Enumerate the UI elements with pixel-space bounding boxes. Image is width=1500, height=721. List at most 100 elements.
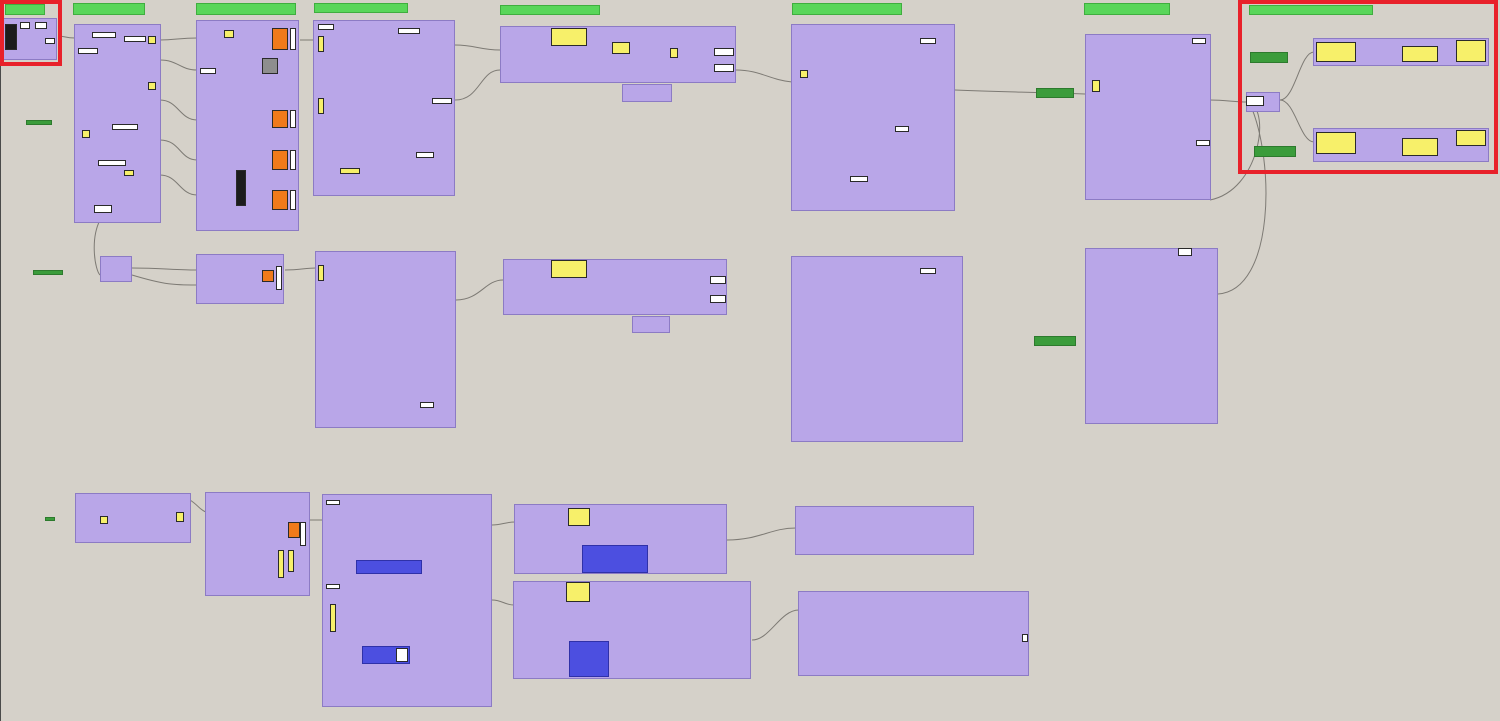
- slider-component[interactable]: [82, 130, 90, 138]
- group-title-bar[interactable]: [1249, 5, 1373, 15]
- slider-component[interactable]: [1092, 80, 1100, 92]
- custom-component[interactable]: [288, 522, 300, 538]
- cluster-component[interactable]: [582, 545, 648, 573]
- param-component[interactable]: [236, 170, 246, 206]
- slider-component[interactable]: [340, 168, 360, 174]
- panel-component[interactable]: [318, 24, 334, 30]
- panel-component[interactable]: [714, 48, 734, 56]
- output-panel[interactable]: [1456, 40, 1486, 62]
- component-group[interactable]: [75, 493, 191, 543]
- slider-component[interactable]: [551, 28, 587, 46]
- panel-component[interactable]: [300, 522, 306, 546]
- parameter-component[interactable]: [20, 22, 30, 29]
- custom-component[interactable]: [272, 110, 288, 128]
- component-group[interactable]: [205, 492, 310, 596]
- panel-component[interactable]: [398, 28, 420, 34]
- panel-component[interactable]: [432, 98, 452, 104]
- group-title-bar[interactable]: [5, 4, 45, 15]
- panel-component[interactable]: [94, 205, 112, 213]
- panel-component[interactable]: [112, 124, 138, 130]
- output-panel[interactable]: [1456, 130, 1486, 146]
- slider-component[interactable]: [566, 582, 590, 602]
- panel-component[interactable]: [78, 48, 98, 54]
- parameter-component[interactable]: [5, 24, 17, 50]
- panel-component[interactable]: [124, 36, 146, 42]
- slider-component[interactable]: [278, 550, 284, 578]
- component-group[interactable]: [513, 581, 751, 679]
- component-group[interactable]: [622, 84, 672, 102]
- slider-component[interactable]: [568, 508, 590, 526]
- slider-component[interactable]: [288, 550, 294, 572]
- group-title-bar[interactable]: [1084, 3, 1170, 15]
- parameter-component[interactable]: [35, 22, 47, 29]
- panel-component[interactable]: [276, 266, 282, 290]
- group-title-bar[interactable]: [314, 3, 408, 13]
- component-group[interactable]: [514, 504, 727, 574]
- component-group[interactable]: [315, 251, 456, 428]
- panel-component[interactable]: [1192, 38, 1206, 44]
- slider-component[interactable]: [224, 30, 234, 38]
- component-group[interactable]: [1085, 34, 1211, 200]
- panel-component[interactable]: [850, 176, 868, 182]
- component-group[interactable]: [798, 591, 1029, 676]
- group-title-bar[interactable]: [196, 3, 296, 15]
- slider-component[interactable]: [148, 36, 156, 44]
- panel-component[interactable]: [98, 160, 126, 166]
- component-group[interactable]: [795, 506, 974, 555]
- panel-component[interactable]: [1196, 140, 1210, 146]
- output-panel[interactable]: [1316, 132, 1356, 154]
- panel-component[interactable]: [714, 64, 734, 72]
- panel-component[interactable]: [710, 295, 726, 303]
- custom-component[interactable]: [262, 270, 274, 282]
- canvas-label[interactable]: [26, 120, 52, 125]
- component-group[interactable]: [100, 256, 132, 282]
- param-component[interactable]: [262, 58, 278, 74]
- panel-component[interactable]: [290, 28, 296, 50]
- canvas-label[interactable]: [1250, 52, 1288, 63]
- merge-component[interactable]: [1246, 96, 1264, 106]
- panel-component[interactable]: [420, 402, 434, 408]
- slider-component[interactable]: [176, 512, 184, 522]
- panel-component[interactable]: [895, 126, 909, 132]
- output-panel[interactable]: [1402, 46, 1438, 62]
- panel-component[interactable]: [200, 68, 216, 74]
- component-group[interactable]: [322, 494, 492, 707]
- panel-component[interactable]: [92, 32, 116, 38]
- output-panel[interactable]: [1316, 42, 1356, 62]
- panel-component[interactable]: [920, 268, 936, 274]
- group-title-bar[interactable]: [73, 3, 145, 15]
- component-group[interactable]: [632, 316, 670, 333]
- component-group[interactable]: [791, 256, 963, 442]
- panel-component[interactable]: [1022, 634, 1028, 642]
- custom-component[interactable]: [272, 28, 288, 50]
- slider-component[interactable]: [124, 170, 134, 176]
- panel-component[interactable]: [290, 150, 296, 170]
- slider-component[interactable]: [670, 48, 678, 58]
- custom-component[interactable]: [272, 150, 288, 170]
- slider-component[interactable]: [318, 98, 324, 114]
- panel-component[interactable]: [1178, 248, 1192, 256]
- panel-component[interactable]: [290, 190, 296, 210]
- slider-component[interactable]: [612, 42, 630, 54]
- panel-component[interactable]: [416, 152, 434, 158]
- group-title-bar[interactable]: [500, 5, 600, 15]
- component-group[interactable]: [503, 259, 727, 315]
- canvas-label[interactable]: [1254, 146, 1296, 157]
- component-group[interactable]: [791, 24, 955, 211]
- slider-component[interactable]: [551, 260, 587, 278]
- slider-component[interactable]: [100, 516, 108, 524]
- slider-component[interactable]: [148, 82, 156, 90]
- panel-component[interactable]: [396, 648, 408, 662]
- canvas-label[interactable]: [33, 270, 63, 275]
- component-group[interactable]: [313, 20, 455, 196]
- component-group[interactable]: [500, 26, 736, 83]
- slider-component[interactable]: [800, 70, 808, 78]
- canvas-label[interactable]: [1034, 336, 1076, 346]
- component-group[interactable]: [1085, 248, 1218, 424]
- slider-component[interactable]: [318, 265, 324, 281]
- canvas-label[interactable]: [1036, 88, 1074, 98]
- group-title-bar[interactable]: [792, 3, 902, 15]
- output-panel[interactable]: [1402, 138, 1438, 156]
- canvas-label[interactable]: [45, 517, 55, 521]
